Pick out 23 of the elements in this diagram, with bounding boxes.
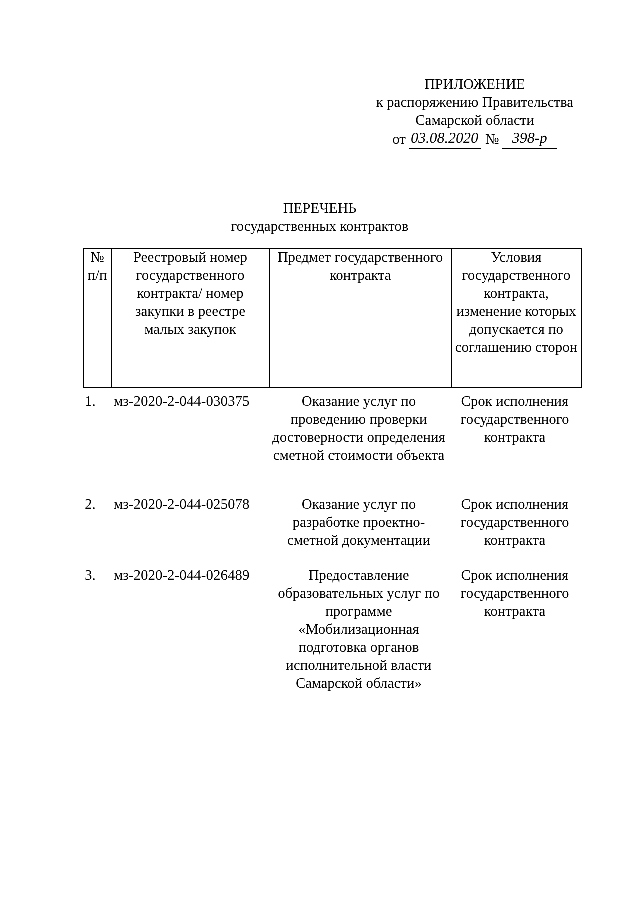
column-header: Реестровый номер государственного контракта/ номер закупки в реестре малых закупок [133,250,248,338]
row-number: 3. [85,568,96,584]
registry-number: мз-2020-2-044-025078 [114,497,250,513]
handwritten-date: 03.08.2020 [409,130,481,149]
contract-terms: Срок исполнения государственного контракта [460,394,570,446]
row-number: 2. [85,497,96,513]
document-subtitle: государственных контрактов [231,218,409,236]
document-title: ПЕРЕЧЕНЬ [283,200,357,218]
contract-terms: Срок исполнения государственного контракта [460,497,570,549]
column-header: Условия государственного контракта, изменение которых допускается по соглашению сторон [455,250,578,356]
column-header: Предмет государственного контракта [278,250,444,284]
number-sign: № [486,131,500,149]
contract-terms: Срок исполнения государственного контракта [460,568,570,620]
row-number: 1. [85,394,96,410]
registry-number: мз-2020-2-044-026489 [114,568,250,584]
registry-number: мз-2020-2-044-030375 [114,394,250,410]
contract-subject: Предоставление образовательных услуг по программе «Мобилизационная подготовка органов исполнительной власти Самарской области» [278,568,440,692]
contract-subject: Оказание услуг по проведению проверки достоверности определения сметной стоимости объекта [272,394,446,464]
column-header: № п/п [88,250,108,284]
contract-subject: Оказание услуг по разработке проектно-сметной документации [288,497,430,549]
date-prefix: от [392,131,406,149]
handwritten-number: 398-р [502,130,558,149]
appendix-heading: ПРИЛОЖЕНИЕ [424,76,526,94]
